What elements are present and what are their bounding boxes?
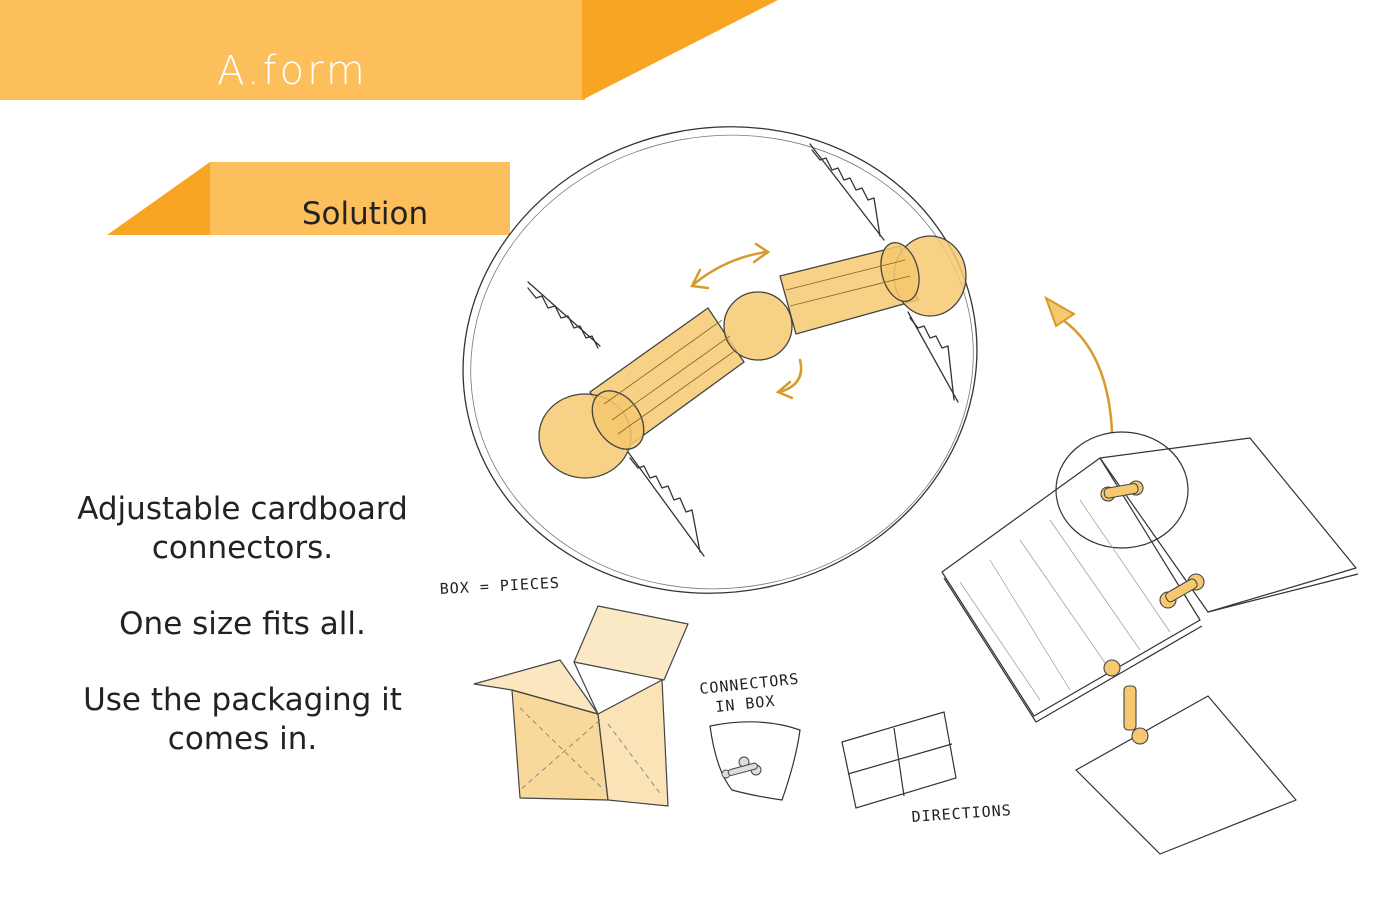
zoom-circle [462,126,978,594]
zoom-arrow-head [1044,295,1076,328]
connector-joint-ball [723,291,793,361]
page-title: A.form [217,48,368,94]
directions-grid [841,711,957,809]
label-box-pieces: BOX = PIECES [439,574,560,598]
binder-zoom-circle [1055,431,1189,549]
section-tab [107,162,510,235]
description-line: connectors. [151,530,334,566]
binder-ring [1131,727,1149,745]
banner-light-band [0,0,585,100]
description-text: Adjustable cardboard connectors. One siz… [40,490,445,796]
cardboard-edge-right-line [809,143,885,241]
zoom-arrow [1058,316,1114,434]
section-subtitle: Solution [301,196,429,232]
banner-dark-wedge [582,0,778,100]
tab-light-band [210,162,510,235]
cardboard-edge-left-line [527,281,601,347]
connector-lower-collar [591,390,645,450]
description-para-2: One size fits all. [40,605,445,644]
description-para-3: Use the packaging it comes in. [40,681,445,759]
cardboard-edge-right [811,149,881,237]
description-para-1: Adjustable cardboard connectors. [40,490,445,568]
tab-dark-wedge [107,162,210,235]
rotation-arrow-bottom [778,358,803,394]
connector-upper-collar [880,242,920,302]
concept-sketch: BOX = PIECES CONNECTORS IN BOX DIRECTION… [439,126,1359,855]
book-right-page [1099,437,1357,613]
header-banner [0,0,778,100]
cardboard-edge-right-lower-line [907,311,959,403]
label-directions: DIRECTIONS [911,801,1012,826]
cardboard-edge-right-lower [909,317,955,401]
cardboard-edge-left-lower [629,457,701,553]
description-line: One size fits all. [119,606,366,642]
cardboard-edge-left-lower-line [627,451,705,557]
binder-ring [1103,659,1121,677]
description-line: Use the packaging it [83,682,402,718]
rotation-arrow-top [692,250,768,286]
description-line: comes in. [167,721,318,757]
box-side [597,679,669,807]
directions-sheet [1075,695,1297,855]
book-left-page [941,457,1201,717]
box-flap-back [573,605,689,681]
zoom-circle-echo [470,134,974,590]
connectors-bag [709,721,801,801]
description-line: Adjustable cardboard [77,491,408,527]
cardboard-edge-left [527,287,599,349]
box-front [511,689,609,801]
